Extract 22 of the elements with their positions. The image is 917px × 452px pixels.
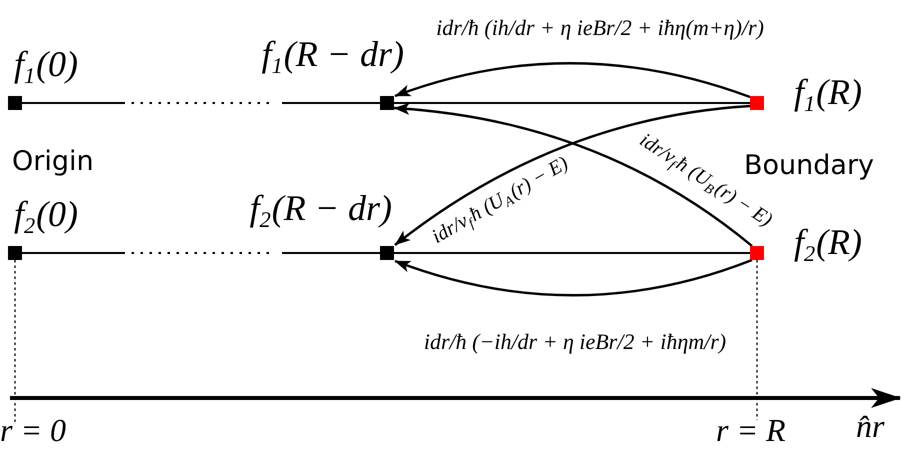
point-label: f$_{1}$(0) (14, 44, 78, 86)
connector-line (394, 252, 750, 254)
grid-point (8, 96, 22, 110)
connector-line (22, 102, 380, 104)
connector-line (394, 102, 750, 104)
axis-tick-label: r = 0 (0, 412, 66, 450)
grid-point (750, 96, 764, 110)
point-label: f$_{2}$(0) (14, 194, 78, 236)
point-label: f$_{1}$(R) (794, 72, 862, 114)
grid-point (380, 96, 394, 110)
connector-line (22, 252, 380, 254)
point-label: f$_{2}$(R) (794, 222, 862, 264)
grid-point (750, 246, 764, 260)
grid-point (380, 246, 394, 260)
grid-point (8, 246, 22, 260)
axis-tick-label: r = R (716, 412, 786, 450)
arrow (394, 62, 750, 98)
point-label: f$_{2}$(R − dr) (250, 188, 392, 230)
axis-label: n̂r (856, 408, 884, 446)
point-label: f$_{1}$(R − dr) (262, 34, 404, 76)
region-label: Origin (12, 146, 94, 178)
arrow (394, 258, 752, 296)
